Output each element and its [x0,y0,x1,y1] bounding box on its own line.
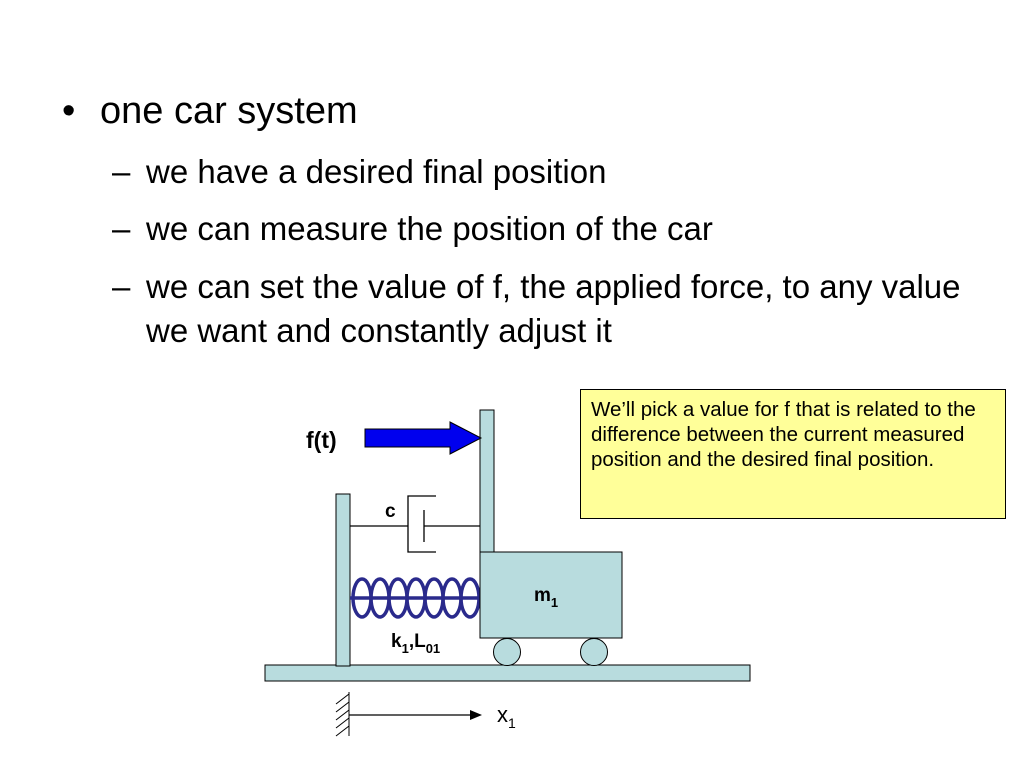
callout-text: We’ll pick a value for f that is related… [591,398,976,471]
bullet-list: • one car system – we have a desired fin… [0,0,1024,380]
cart-body [479,551,623,639]
sub-bullet-marker: – [112,153,131,190]
sub-bullet-marker: – [112,268,131,305]
sub-bullet-text: we have a desired final position [146,153,607,190]
spring [350,577,481,619]
position-arrow [349,710,482,720]
callout-box: We’ll pick a value for f that is related… [580,389,1006,519]
ground-hatch [335,692,350,737]
mass-label: m1 [534,585,558,610]
sub-bullet-text: we can set the value of f, the applied f… [146,268,961,349]
force-arrow [364,421,483,455]
force-label: f(t) [306,427,337,453]
left-wheel [493,638,521,666]
damper [350,495,480,553]
bullet-text: one car system [100,90,358,132]
spring-label: k1,L01 [391,631,440,656]
position-label: x1 [497,702,516,731]
left-wall [335,493,351,667]
sub-bullet-marker: – [112,210,131,247]
right-wheel [580,638,608,666]
sub-bullet-text: we can measure the position of the car [146,210,713,247]
ground-plate [264,664,751,682]
damper-label: c [385,501,396,522]
cart-post [479,409,495,554]
bullet-marker: • [62,90,76,132]
